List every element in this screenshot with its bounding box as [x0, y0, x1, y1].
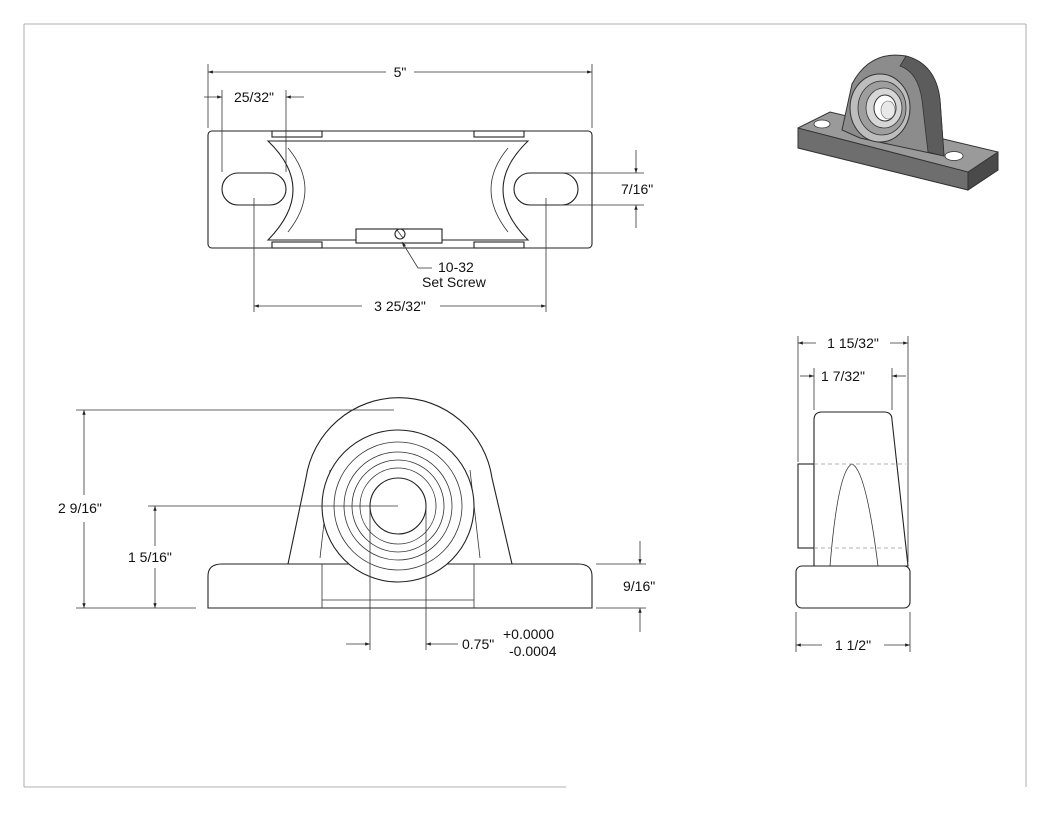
dim-base-thickness: 9/16": [623, 578, 655, 594]
collar-side: [797, 463, 815, 549]
base-front: [207, 563, 593, 609]
set-screw-size: 10-32: [438, 259, 474, 275]
shoulder-left-bottom: [271, 241, 323, 249]
sheet-border: [23, 23, 1027, 788]
housing-body-top: [266, 140, 530, 241]
dim-slot-width: 7/16": [621, 181, 653, 197]
housing-side: [813, 411, 909, 567]
iso-bolt-hole-left: [813, 119, 831, 129]
iso-bolt-hole-right: [944, 151, 964, 161]
shoulder-left-top: [271, 130, 323, 138]
shoulder-right-bottom: [473, 241, 525, 249]
dim-insert-width: 1 15/32": [827, 335, 879, 351]
tolerance-plus: +0.0000: [503, 626, 554, 642]
dim-base-width: 1 1/2": [835, 637, 871, 653]
dim-housing-width: 1 7/32": [821, 368, 865, 384]
shoulder-right-top: [473, 130, 525, 138]
set-screw-label: Set Screw: [422, 274, 487, 290]
dim-bolt-center: 3 25/32": [374, 298, 426, 314]
housing-edge-right: [490, 147, 509, 233]
front-view: 2 9/16" 1 5/16" 9/16" 0.75" +0.0000 -0.0…: [58, 397, 655, 659]
base-side: [795, 565, 911, 609]
isometric-view: [797, 54, 999, 191]
top-view: 5" 25/32" 7/16" 10-32 Set Screw 3 25/32": [204, 64, 653, 314]
side-view: 1 15/32" 1 7/32" 1 1/2": [795, 335, 911, 653]
dim-overall-width: 5": [394, 64, 407, 80]
dim-bore: 0.75": [462, 636, 494, 652]
dim-slot-offset: 25/32": [234, 89, 274, 105]
housing-edge-left: [287, 147, 306, 233]
dim-center-height: 1 5/16": [128, 549, 172, 565]
dim-overall-height: 2 9/16": [58, 500, 102, 516]
tolerance-minus: -0.0004: [509, 643, 557, 659]
